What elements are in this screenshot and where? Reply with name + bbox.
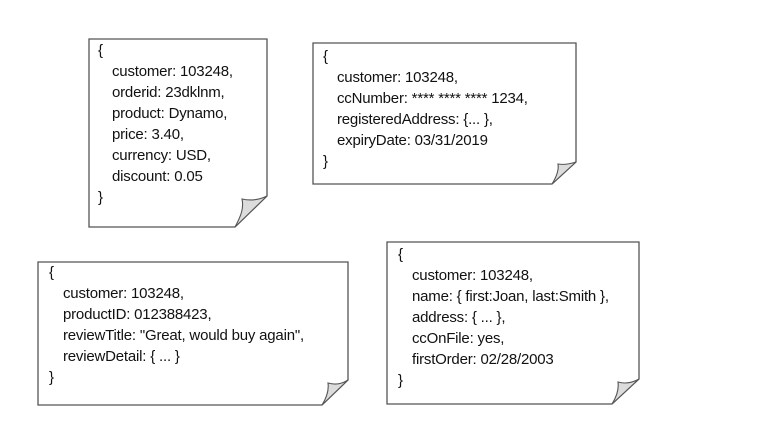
- field-line: productID: 012388423,: [63, 306, 212, 323]
- field-line: customer: 103248,: [412, 267, 533, 284]
- open-brace: {: [98, 42, 103, 59]
- field-line: currency: USD,: [112, 147, 211, 164]
- page-curl-shape: [88, 38, 268, 228]
- field-line: orderid: 23dklnm,: [112, 84, 225, 101]
- field-line: name: { first:Joan, last:Smith },: [412, 288, 609, 305]
- field-line: expiryDate: 03/31/2019: [337, 132, 488, 149]
- document-note-order: { customer: 103248, orderid: 23dklnm, pr…: [88, 38, 268, 228]
- field-line: registeredAddress: {... },: [337, 111, 493, 128]
- page-curl-shape: [312, 42, 577, 185]
- field-line: reviewTitle: "Great, would buy again",: [63, 327, 304, 344]
- close-brace: }: [398, 372, 403, 389]
- field-line: reviewDetail: { ... }: [63, 348, 180, 365]
- close-brace: }: [49, 369, 54, 386]
- page-curl-shape: [386, 241, 640, 405]
- field-line: price: 3.40,: [112, 126, 184, 143]
- open-brace: {: [49, 264, 54, 281]
- document-note-review: { customer: 103248, productID: 012388423…: [37, 261, 349, 406]
- field-line: ccOnFile: yes,: [412, 330, 505, 347]
- field-line: customer: 103248,: [63, 285, 184, 302]
- field-line: customer: 103248,: [112, 63, 233, 80]
- field-line: product: Dynamo,: [112, 105, 228, 122]
- field-line: discount: 0.05: [112, 168, 203, 185]
- close-brace: }: [98, 189, 103, 206]
- open-brace: {: [398, 246, 403, 263]
- field-line: address: { ... },: [412, 309, 506, 326]
- document-note-payment: { customer: 103248, ccNumber: **** **** …: [312, 42, 577, 185]
- page-curl-shape: [37, 261, 349, 406]
- field-line: customer: 103248,: [337, 69, 458, 86]
- close-brace: }: [323, 153, 328, 170]
- field-line: firstOrder: 02/28/2003: [412, 351, 554, 368]
- document-note-profile: { customer: 103248, name: { first:Joan, …: [386, 241, 640, 405]
- field-line: ccNumber: **** **** **** 1234,: [337, 90, 528, 107]
- open-brace: {: [323, 48, 328, 65]
